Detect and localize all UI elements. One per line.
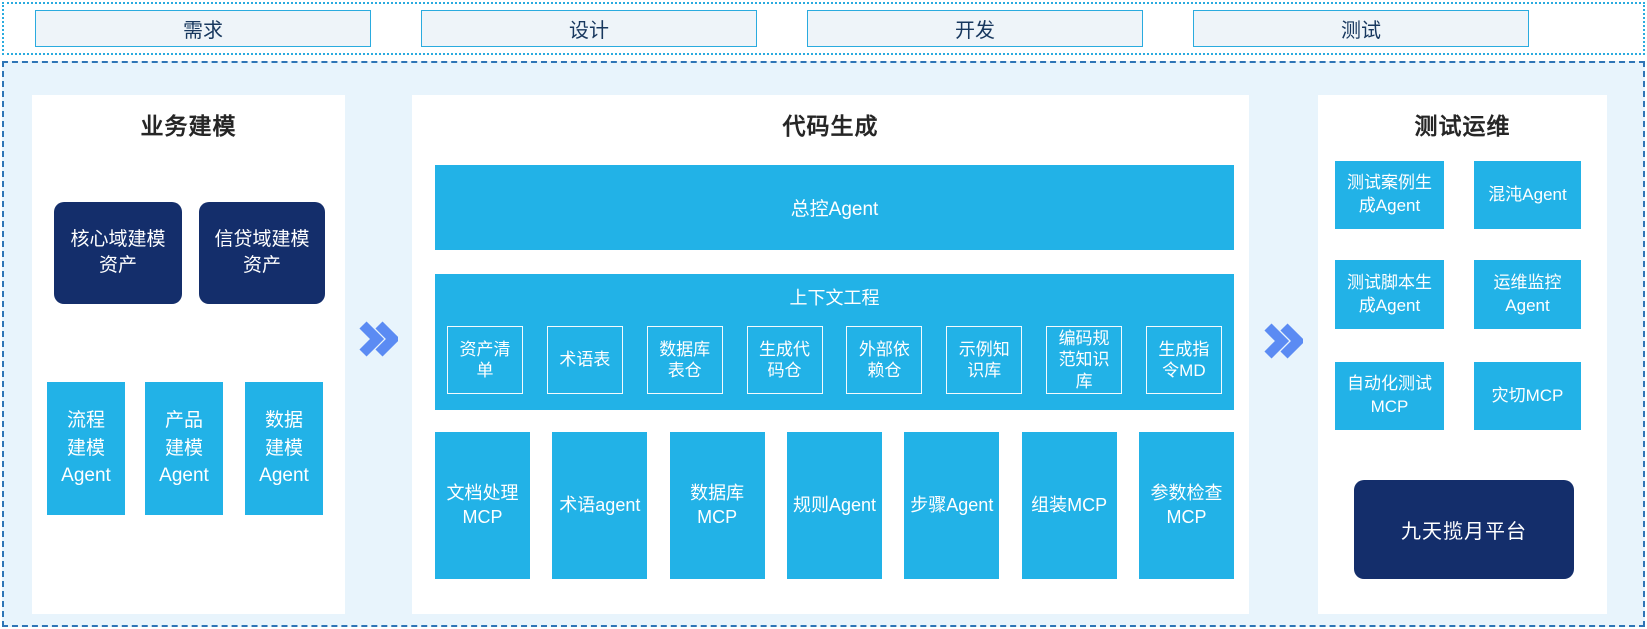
node-generated-code-repo: 生成代码仓	[746, 326, 823, 394]
node-asset-list: 资产清单	[447, 326, 523, 394]
node-product-modeling-agent: 产品建模Agent	[145, 382, 223, 515]
node-rule-agent: 规则Agent	[786, 432, 882, 579]
node-parameter-check-mcp: 参数检查MCP	[1138, 432, 1234, 579]
node-coding-standard-knowledge-base: 编码规范知识库	[1046, 326, 1123, 394]
flow-arrow-icon	[358, 320, 398, 358]
node-master-control-agent: 总控Agent	[435, 165, 1234, 250]
node-automated-testing-mcp: 自动化测试MCP	[1335, 362, 1444, 430]
node-step-agent: 步骤Agent	[904, 432, 1000, 579]
panel-test-operations: 测试运维 测试案例生成Agent 混沌Agent 测试脚本生成Agent 运维监…	[1318, 95, 1607, 614]
phase-box-design: 设计	[421, 10, 757, 47]
flow-arrow-icon	[1263, 322, 1303, 360]
node-data-modeling-agent: 数据建模Agent	[245, 382, 323, 515]
context-items-row: 资产清单 术语表 数据库表仓 生成代码仓 外部依赖仓 示例知识库 编码规范知识库…	[447, 326, 1222, 394]
node-database-table-repo: 数据库表仓	[646, 326, 723, 394]
panel-code-generation: 代码生成 总控Agent 上下文工程 资产清单 术语表 数据库表仓 生成代码仓 …	[412, 95, 1249, 614]
phase-box-development: 开发	[807, 10, 1143, 47]
node-external-dependency-repo: 外部依赖仓	[846, 326, 923, 394]
panel-title-test-operations: 测试运维	[1414, 113, 1511, 139]
node-ops-monitoring-agent: 运维监控Agent	[1474, 260, 1581, 329]
node-generate-instruction-md: 生成指令MD	[1145, 326, 1222, 394]
node-chaos-agent: 混沌Agent	[1474, 161, 1581, 229]
node-credit-domain-modeling-assets: 信贷域建模资产	[199, 202, 325, 304]
node-glossary: 术语表	[546, 326, 623, 394]
workflow-stage: 业务建模 核心域建模资产 信贷域建模资产 流程建模Agent 产品建模Agent…	[2, 61, 1645, 627]
phase-strip: 需求 设计 开发 测试	[2, 2, 1645, 55]
node-document-processing-mcp: 文档处理MCP	[435, 432, 530, 579]
context-engineering-title: 上下文工程	[789, 288, 880, 308]
phase-box-requirements: 需求	[35, 10, 371, 47]
codegen-tools-row: 文档处理MCP 术语agent 数据库MCP 规则Agent 步骤Agent 组…	[435, 432, 1234, 579]
panel-business-modeling: 业务建模 核心域建模资产 信贷域建模资产 流程建模Agent 产品建模Agent…	[32, 95, 345, 614]
node-jiutian-lanyue-platform: 九天揽月平台	[1354, 480, 1574, 579]
node-core-domain-modeling-assets: 核心域建模资产	[54, 202, 182, 304]
node-test-case-generation-agent: 测试案例生成Agent	[1335, 161, 1444, 229]
phase-box-testing: 测试	[1193, 10, 1529, 47]
node-test-script-generation-agent: 测试脚本生成Agent	[1335, 260, 1444, 329]
node-example-knowledge-base: 示例知识库	[946, 326, 1023, 394]
panel-title-code-generation: 代码生成	[782, 113, 879, 139]
node-assembly-mcp: 组装MCP	[1021, 432, 1117, 579]
node-process-modeling-agent: 流程建模Agent	[47, 382, 125, 515]
node-disaster-switch-mcp: 灾切MCP	[1474, 362, 1581, 430]
context-engineering-container: 上下文工程 资产清单 术语表 数据库表仓 生成代码仓 外部依赖仓 示例知识库 编…	[435, 274, 1234, 410]
panel-title-business-modeling: 业务建模	[140, 113, 237, 139]
node-database-mcp: 数据库MCP	[669, 432, 765, 579]
node-terminology-agent: 术语agent	[552, 432, 648, 579]
